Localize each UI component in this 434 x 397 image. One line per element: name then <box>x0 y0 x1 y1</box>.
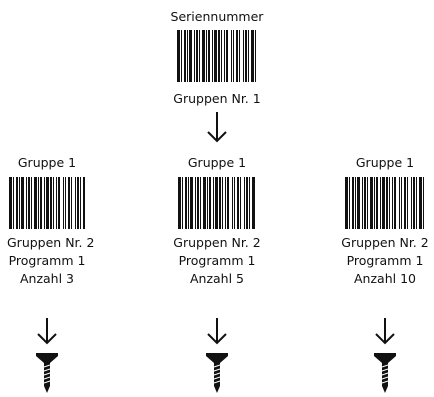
group-title: Gruppe 1 <box>17 155 77 170</box>
barcode-icon <box>177 30 256 82</box>
barcode-icon <box>178 177 255 229</box>
arrow-down-icon <box>207 318 227 345</box>
barcode-icon <box>345 177 424 229</box>
screw-icon <box>36 353 58 393</box>
program-line: Programm 1 <box>178 253 256 268</box>
group-title: Gruppe 1 <box>355 155 415 170</box>
screw-icon <box>374 353 396 393</box>
serial-number-label: Seriennummer <box>170 9 264 24</box>
group-title: Gruppe 1 <box>187 155 247 170</box>
count-line: Anzahl 5 <box>189 271 245 286</box>
arrow-down-icon <box>375 318 395 345</box>
group-number-line: Gruppen Nr. 2 <box>173 235 261 250</box>
barcode-icon <box>9 177 85 229</box>
screw-icon <box>206 353 228 393</box>
group-number-line: Gruppen Nr. 2 <box>7 235 95 250</box>
program-line: Programm 1 <box>346 253 424 268</box>
count-line: Anzahl 10 <box>354 271 416 286</box>
arrow-down-icon <box>37 318 57 345</box>
group-number-line: Gruppen Nr. 2 <box>341 235 429 250</box>
arrow-down-icon <box>207 112 227 143</box>
top-group-number-label: Gruppen Nr. 1 <box>173 91 261 106</box>
count-line: Anzahl 3 <box>19 271 75 286</box>
program-line: Programm 1 <box>8 253 86 268</box>
